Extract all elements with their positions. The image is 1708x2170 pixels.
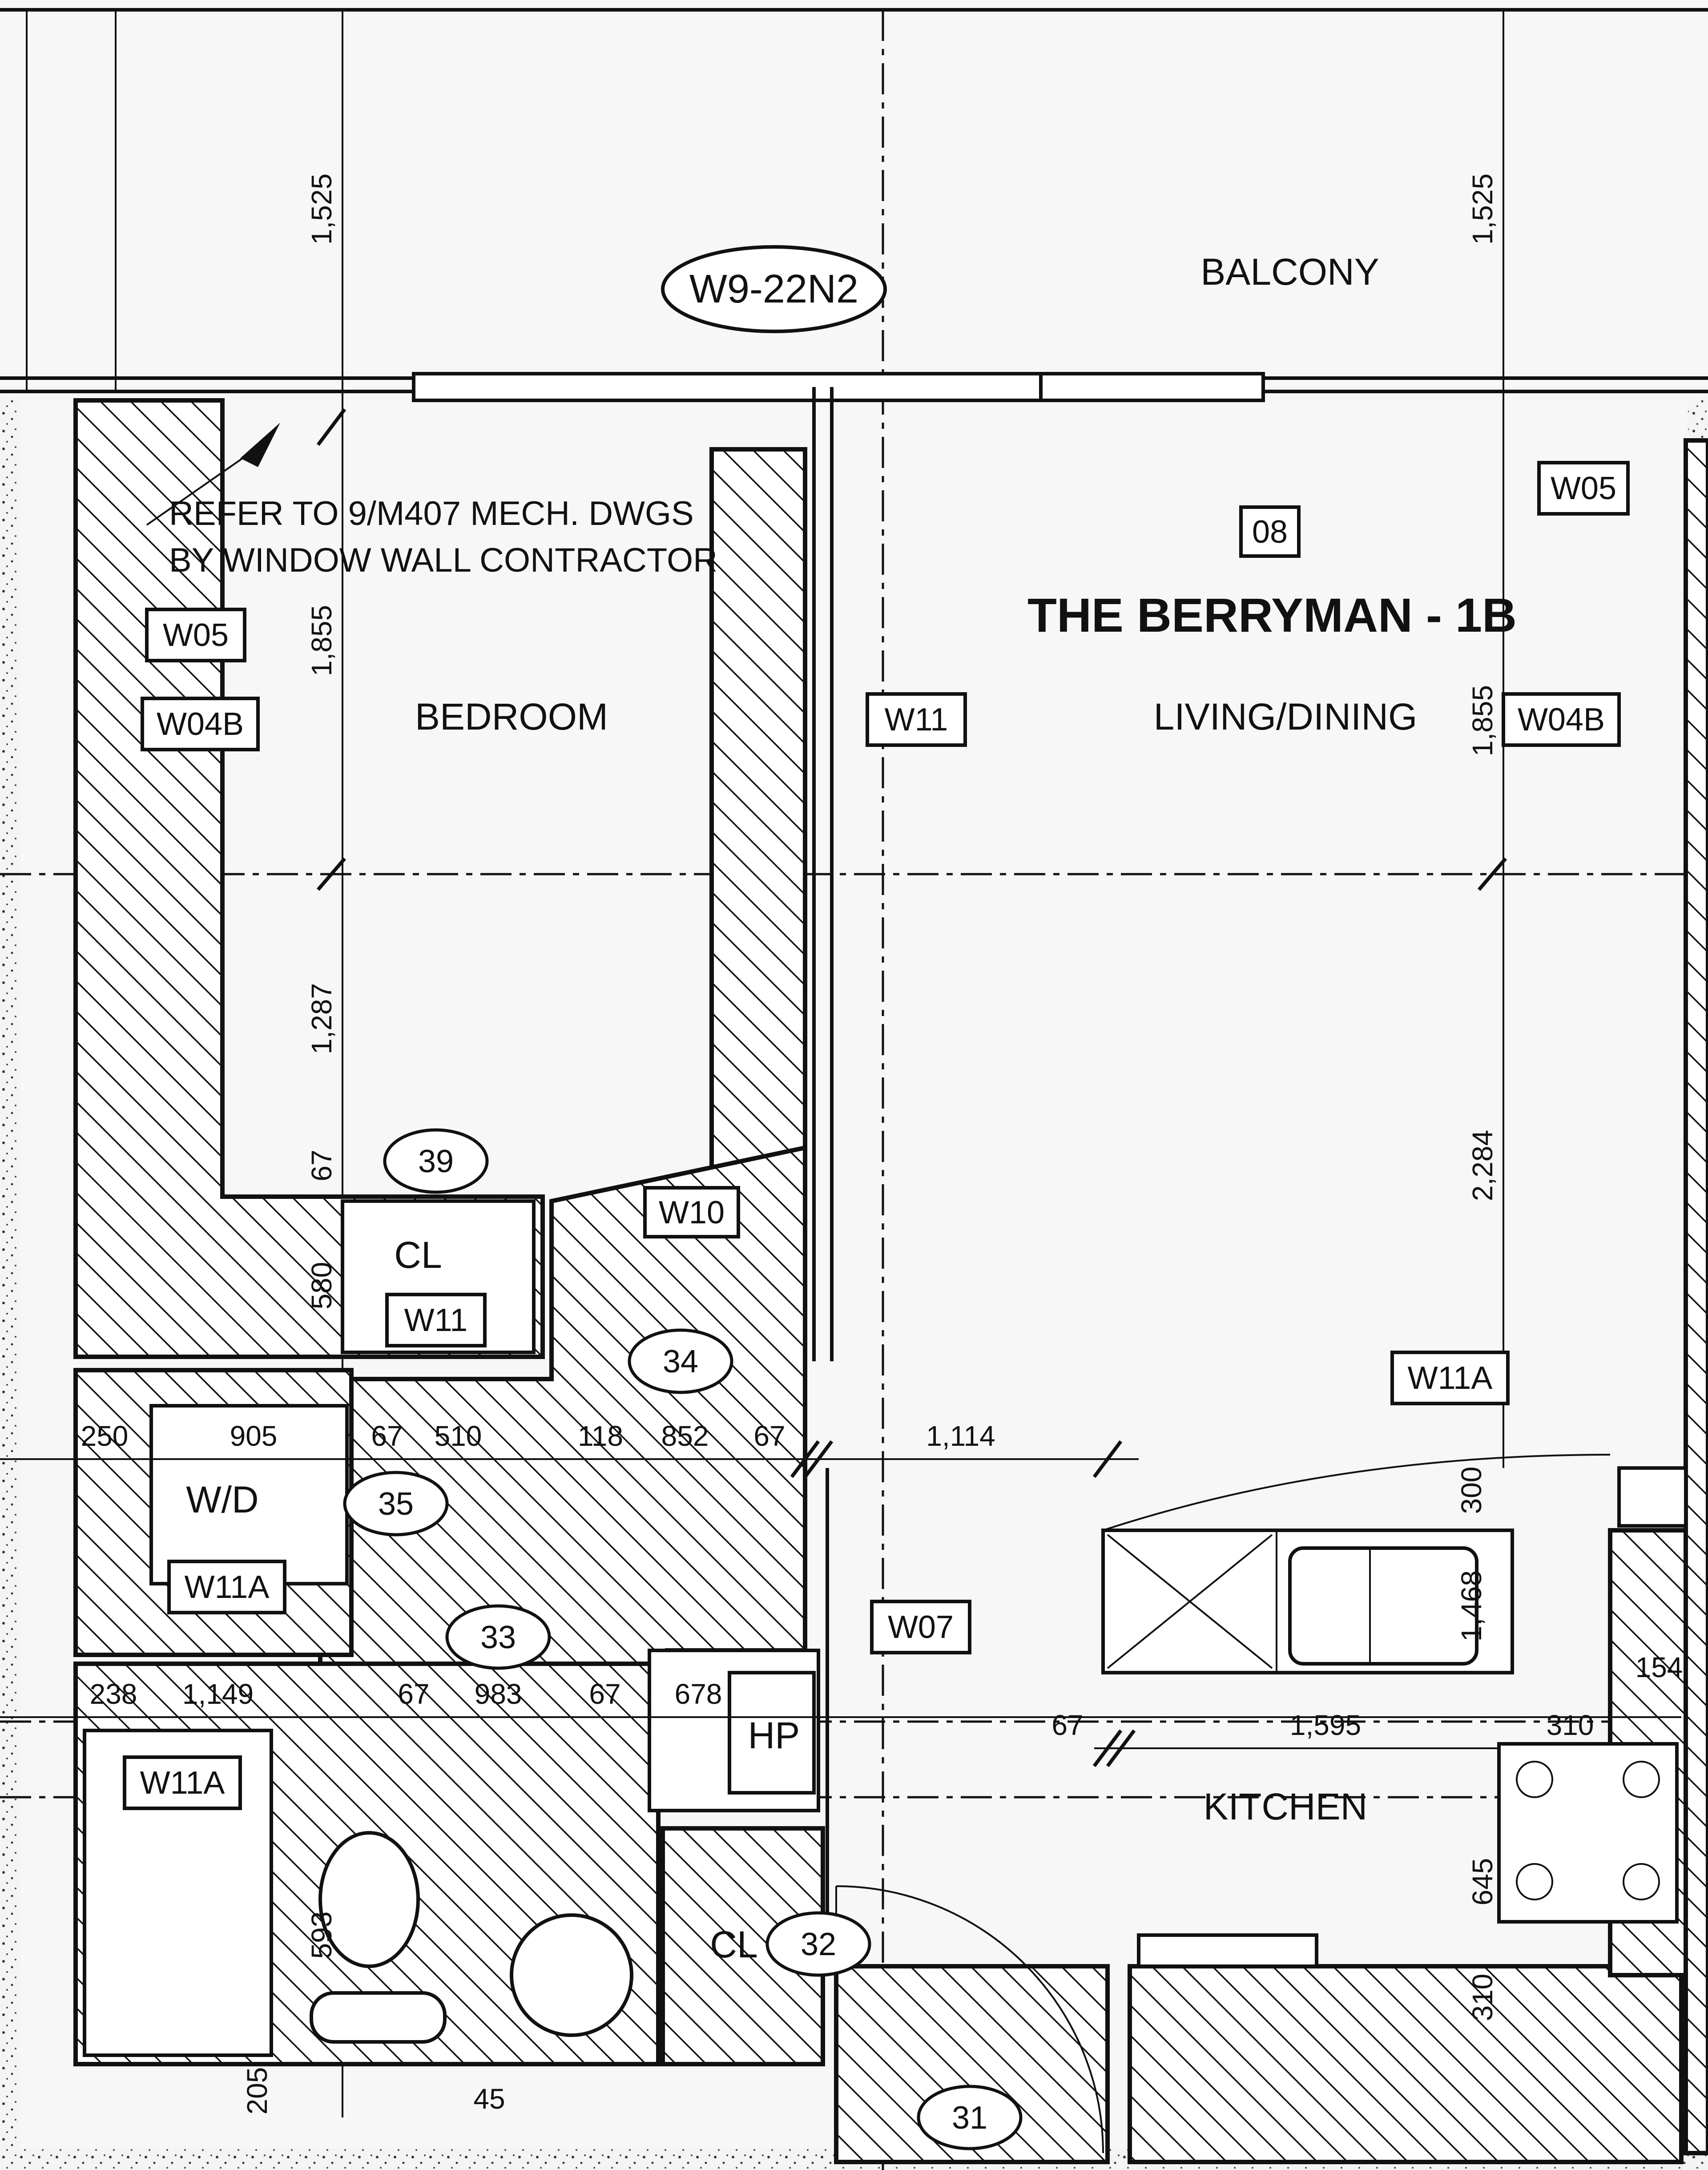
balcony-area — [0, 8, 1708, 2170]
dim-1114: 1,114 — [926, 1420, 995, 1452]
tag-w11a-bath: W11A — [123, 1755, 242, 1810]
dim-67-a: 67 — [306, 1150, 338, 1181]
door-tag-39: 39 — [383, 1128, 489, 1194]
dim-238: 238 — [90, 1678, 137, 1710]
tag-w05-right: W05 — [1537, 461, 1630, 516]
closet-label-hall: CL — [710, 1924, 757, 1965]
dim-645: 645 — [1466, 1858, 1499, 1906]
dim-1855-left: 1,855 — [306, 605, 338, 676]
dim-67-b: 67 — [371, 1420, 403, 1452]
dim-205: 205 — [241, 2067, 273, 2115]
door-tag-35: 35 — [343, 1471, 449, 1537]
door-tag-34: 34 — [628, 1328, 733, 1394]
dim-67-d: 67 — [398, 1678, 429, 1710]
svg-text:W11: W11 — [404, 1303, 468, 1338]
dim-118: 118 — [578, 1420, 623, 1452]
dim-580: 580 — [306, 1262, 338, 1310]
bedroom-label: BEDROOM — [415, 696, 608, 738]
dim-45: 45 — [473, 2083, 505, 2115]
toilet — [318, 1831, 420, 1968]
dim-310-b: 310 — [1466, 1974, 1499, 2021]
dim-154: 154 — [1635, 1651, 1683, 1683]
dim-250: 250 — [81, 1420, 129, 1452]
dim-1525-left: 1,525 — [306, 173, 338, 245]
tag-w10: W10 — [643, 1186, 740, 1238]
dim-593: 593 — [306, 1912, 338, 1959]
svg-text:W05: W05 — [163, 617, 229, 653]
mech-note-line2: BY WINDOW WALL CONTRACTOR — [169, 541, 717, 579]
svg-text:39: 39 — [418, 1144, 454, 1179]
dim-1468: 1,468 — [1455, 1570, 1487, 1642]
dim-1149: 1,149 — [182, 1678, 254, 1710]
balcony-label: BALCONY — [1200, 251, 1379, 293]
dim-1855-right: 1,855 — [1466, 685, 1499, 756]
mech-note-line1: REFER TO 9/M407 MECH. DWGS — [169, 495, 694, 532]
kitchen-label: KITCHEN — [1204, 1786, 1368, 1827]
svg-text:34: 34 — [663, 1344, 698, 1379]
sink-round — [510, 1913, 633, 2037]
dim-310-a: 310 — [1547, 1709, 1594, 1741]
dim-67-e: 67 — [589, 1678, 620, 1710]
dim-2284: 2,284 — [1466, 1130, 1499, 1201]
svg-text:W07: W07 — [888, 1609, 954, 1645]
svg-text:W04B: W04B — [157, 706, 244, 742]
dim-67-c: 67 — [753, 1420, 785, 1452]
svg-text:31: 31 — [952, 2100, 987, 2136]
svg-text:W11: W11 — [885, 702, 948, 738]
kitchen-island — [1101, 1454, 1611, 1674]
tag-w07: W07 — [870, 1600, 971, 1654]
door-tag-32: 32 — [765, 1911, 871, 1977]
door-tag-33: 33 — [445, 1604, 551, 1670]
hp-label: HP — [748, 1714, 800, 1756]
cooktop — [1497, 1742, 1679, 1924]
door-tag-31: 31 — [917, 2085, 1023, 2150]
svg-text:W04B: W04B — [1518, 702, 1605, 738]
closet-label-bedroom: CL — [394, 1234, 442, 1276]
dim-300: 300 — [1455, 1467, 1487, 1514]
dim-1287: 1,287 — [306, 983, 338, 1054]
dim-1525-right: 1,525 — [1466, 173, 1499, 245]
dim-67-f: 67 — [1051, 1709, 1083, 1741]
dim-905: 905 — [230, 1420, 278, 1452]
svg-text:W10: W10 — [659, 1195, 725, 1230]
tag-w11a-laundry: W11A — [167, 1560, 286, 1614]
svg-text:W11A: W11A — [1408, 1360, 1493, 1396]
dim-852: 852 — [661, 1420, 709, 1452]
tag-w05-left: W05 — [145, 608, 246, 662]
plan-title: THE BERRYMAN - 1B — [1027, 588, 1517, 642]
tag-w11-center: W11 — [866, 692, 967, 747]
svg-text:35: 35 — [378, 1486, 414, 1522]
exterior-wall-left — [0, 400, 20, 2170]
svg-text:32: 32 — [801, 1927, 836, 1962]
dim-1595: 1,595 — [1290, 1709, 1361, 1741]
dim-678: 678 — [675, 1678, 722, 1710]
svg-text:33: 33 — [480, 1620, 516, 1655]
svg-text:W11A: W11A — [140, 1765, 225, 1801]
entry-door-swing — [836, 1885, 1104, 2154]
living-dining-label: LIVING/DINING — [1154, 696, 1418, 738]
unit-code-label: 08 — [1252, 514, 1288, 550]
svg-text:W11A: W11A — [185, 1569, 270, 1605]
wd-label: W/D — [186, 1479, 258, 1521]
unit-type-tag: W9-22N2 — [661, 245, 887, 333]
unit-type-label: W9-22N2 — [689, 267, 858, 311]
dim-510: 510 — [435, 1420, 482, 1452]
note-arrow — [240, 423, 280, 467]
tag-w11-closet: W11 — [385, 1293, 487, 1347]
svg-text:W05: W05 — [1551, 471, 1616, 506]
tag-w04b-left: W04B — [141, 697, 260, 751]
tag-w11a-right: W11A — [1390, 1351, 1510, 1405]
dim-983: 983 — [475, 1678, 522, 1710]
unit-code-tag: 08 — [1239, 505, 1301, 558]
tag-w04b-right: W04B — [1502, 692, 1621, 747]
